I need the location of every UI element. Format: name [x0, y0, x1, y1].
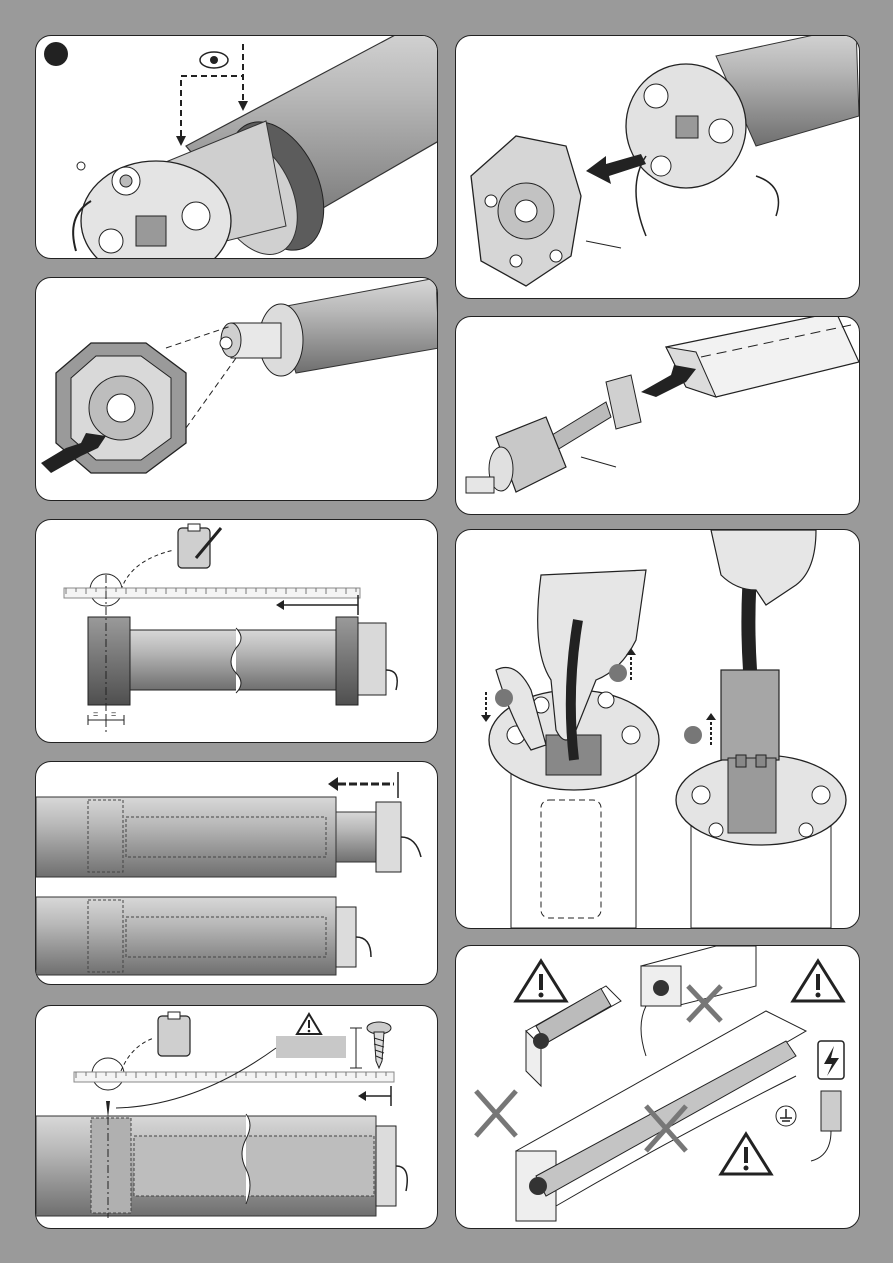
- motor-tube: [220, 278, 437, 376]
- equal-mark-right: =: [111, 709, 116, 719]
- panel-shaft-adapter: [455, 316, 860, 515]
- step-marker-b: [609, 664, 627, 682]
- plug-connector: [721, 670, 779, 833]
- dashed-link: [121, 550, 174, 590]
- step-marker-c: [684, 726, 702, 744]
- panel-cable-plug: [455, 529, 860, 929]
- measure-arrow: [358, 1086, 391, 1106]
- shaft-adapter: [466, 375, 641, 493]
- hand-right: [711, 530, 816, 605]
- panel-crown-insertion: [35, 35, 438, 259]
- screw-icon: [367, 1022, 391, 1068]
- step-marker-a: [495, 689, 513, 707]
- measuring-tape: [64, 588, 360, 598]
- tube-bottom: [36, 897, 371, 975]
- circuit-breaker: [811, 1091, 841, 1161]
- motor-tube: [88, 617, 397, 705]
- box-bottom: [516, 1011, 806, 1221]
- panel-tube-insertion: [35, 761, 438, 985]
- lightning-icon: [818, 1041, 844, 1079]
- arrow-down: [481, 692, 491, 722]
- measure-placeholder: [276, 1036, 346, 1058]
- arrow-up-c: [706, 713, 716, 745]
- panel-screw-fixing: [35, 1005, 438, 1229]
- warning-icon: [297, 1014, 321, 1034]
- measuring-tape: [74, 1072, 394, 1082]
- notepad-icon: [158, 1012, 190, 1056]
- panel-wheel-fitting: [35, 277, 438, 501]
- tube-top: [36, 797, 421, 877]
- panel-measure: = =: [35, 519, 438, 743]
- notepad-pencil-icon: [178, 524, 221, 568]
- dashed-link: [121, 1038, 154, 1071]
- warning-icon: [793, 961, 843, 1001]
- panel-adapter-removal: [455, 35, 860, 299]
- dimension-mark: [350, 1028, 362, 1068]
- forbidden-cross-icon: [476, 1091, 516, 1136]
- step-marker: [44, 42, 68, 66]
- octagonal-tube: [666, 317, 859, 397]
- panel-installation-warnings: [455, 945, 860, 1229]
- ground-icon: [776, 1106, 796, 1126]
- equal-mark-left: =: [93, 709, 98, 719]
- eye-icon: [200, 52, 228, 68]
- warning-icon: [721, 1134, 771, 1174]
- tube: [36, 1101, 407, 1218]
- drive-adapter: [471, 136, 581, 286]
- warning-icon: [516, 961, 566, 1001]
- insert-arrow: [328, 772, 398, 798]
